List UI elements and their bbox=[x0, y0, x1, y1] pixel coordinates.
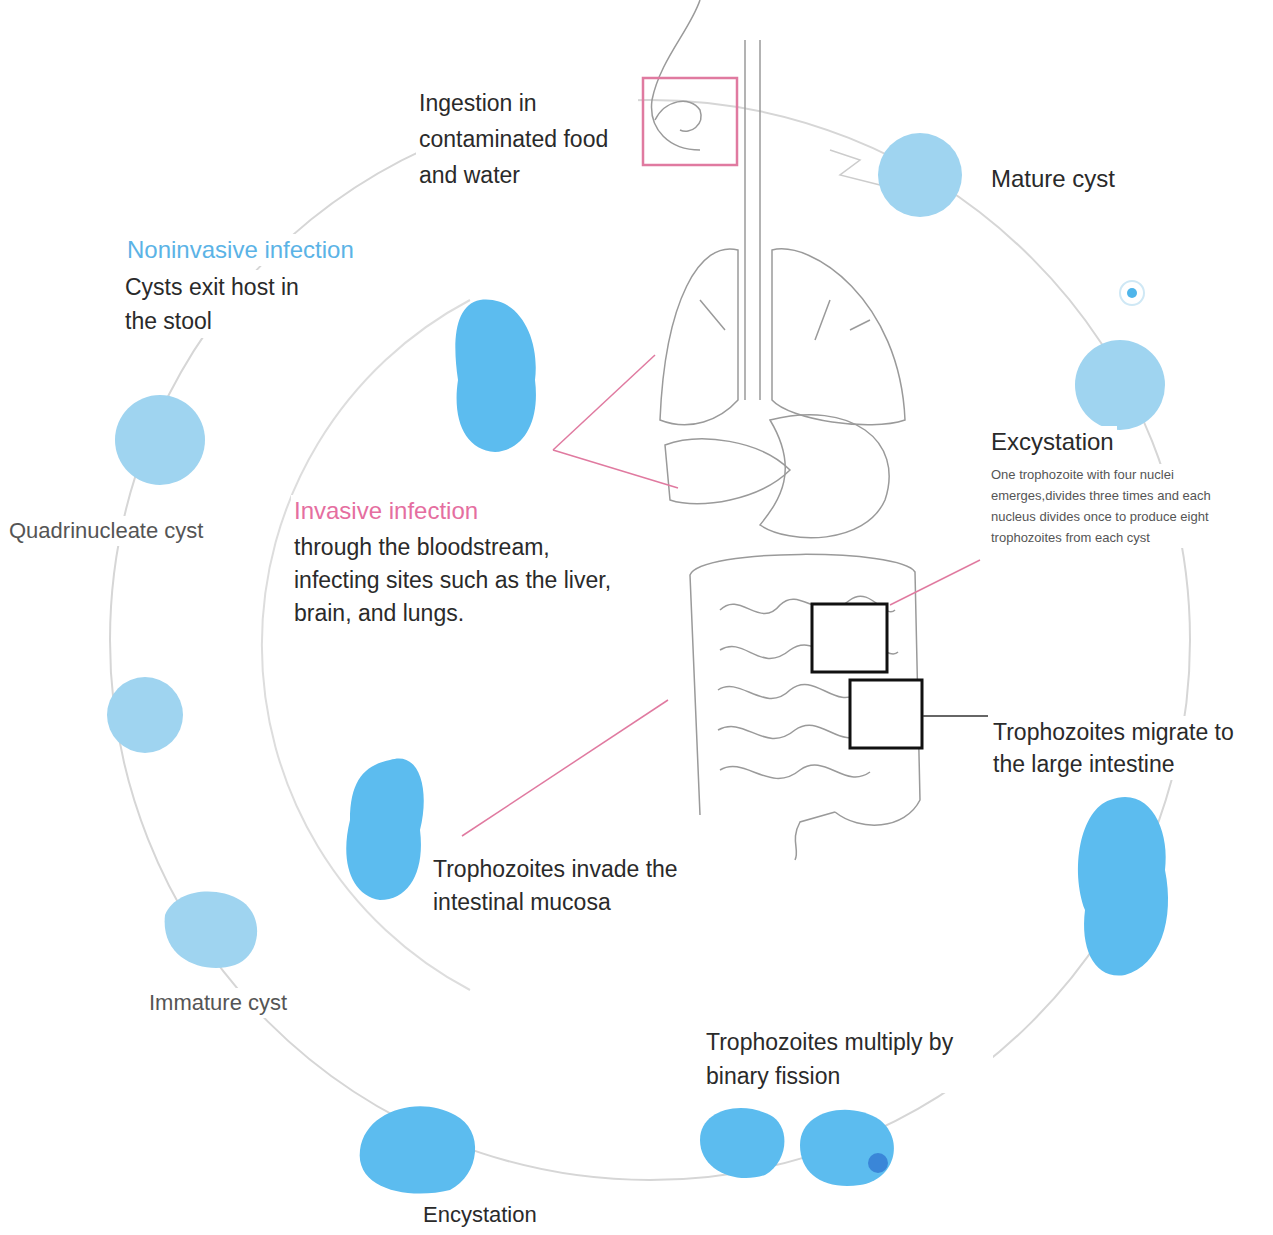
stage-label: Trophozoites migrate to the large intest… bbox=[990, 716, 1268, 780]
stage-label: Quadrinucleate cyst bbox=[6, 516, 206, 546]
cycle-ring bbox=[110, 100, 1190, 1180]
stage-label: Trophozoites multiply by binary fission bbox=[703, 1025, 993, 1093]
stage-label: Encystation bbox=[420, 1200, 540, 1230]
stage-label: Ingestion in contaminated food and water bbox=[416, 85, 638, 193]
arrow-mark bbox=[830, 150, 880, 185]
leader-line bbox=[923, 715, 988, 717]
ingestion-box bbox=[643, 78, 737, 165]
pathway-text: through the bloodstream, infecting sites… bbox=[291, 531, 631, 630]
stage-label: Excystation bbox=[988, 426, 1117, 458]
stage-label: Trophozoites invade the intestinal mucos… bbox=[430, 853, 720, 919]
stage-note: One trophozoite with four nuclei emerges… bbox=[988, 464, 1258, 548]
stage-label: Mature cyst bbox=[988, 163, 1118, 195]
pathway-heading: Invasive infection bbox=[291, 495, 481, 527]
intestine-box bbox=[850, 680, 922, 748]
pathway-heading: Noninvasive infection bbox=[124, 234, 357, 266]
parasite-stage bbox=[107, 133, 1168, 1194]
intestine-box bbox=[812, 604, 887, 672]
pathway-text: Cysts exit host in the stool bbox=[122, 270, 322, 338]
stage-label: Immature cyst bbox=[146, 988, 290, 1018]
